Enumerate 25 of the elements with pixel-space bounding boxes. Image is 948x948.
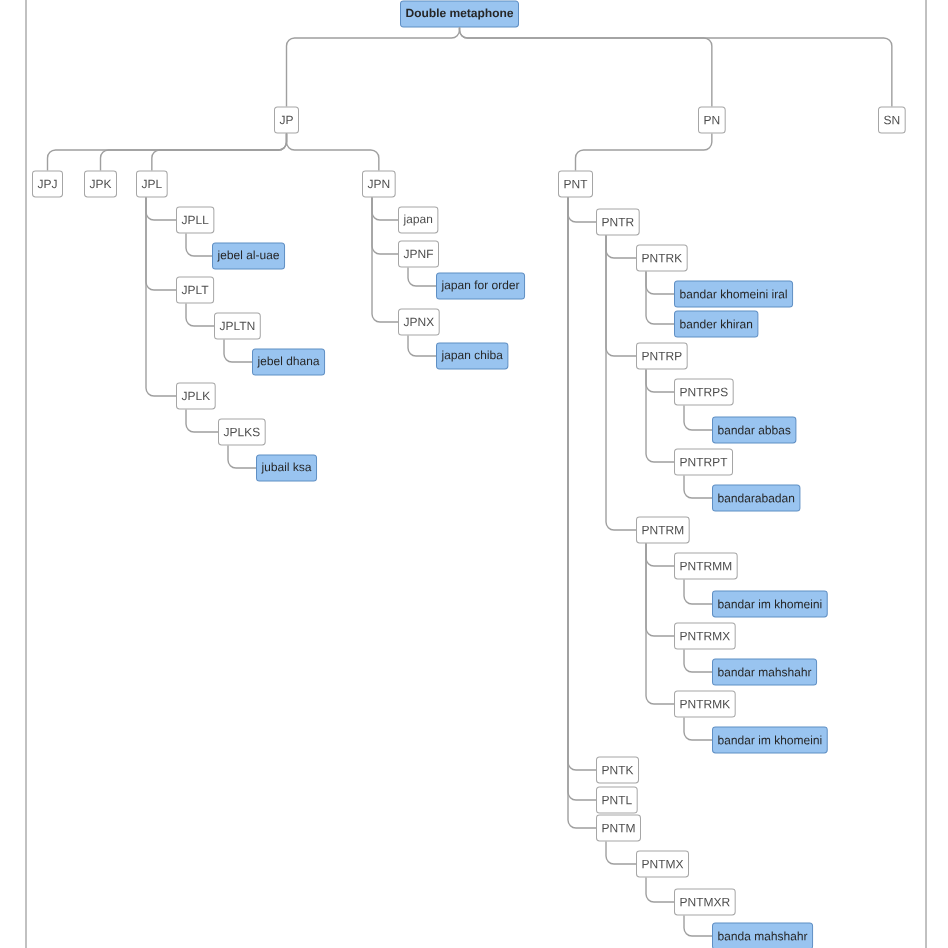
connector-line — [145, 196, 177, 397]
connector-line — [683, 578, 713, 605]
connector-line — [227, 444, 257, 469]
connector-line — [645, 368, 675, 463]
connector-line — [407, 266, 437, 287]
connector-line — [683, 474, 713, 499]
connector-line — [645, 270, 675, 325]
connector-line — [371, 196, 399, 323]
connector-line — [185, 408, 219, 433]
connector-line — [285, 26, 461, 108]
connector-line — [645, 542, 675, 705]
connector-line — [605, 234, 637, 531]
connector-line — [223, 338, 253, 363]
connector-line — [683, 716, 713, 741]
connector-line — [185, 302, 215, 327]
connector-line — [458, 26, 893, 108]
connector-line — [683, 404, 713, 431]
connector-line — [683, 648, 713, 673]
connector-line — [645, 876, 675, 903]
connector-line — [407, 334, 437, 357]
connector-line — [574, 132, 713, 172]
connector-line — [185, 232, 213, 257]
connector-line — [285, 132, 380, 172]
connector-line — [605, 840, 637, 865]
connector-line — [683, 914, 713, 937]
